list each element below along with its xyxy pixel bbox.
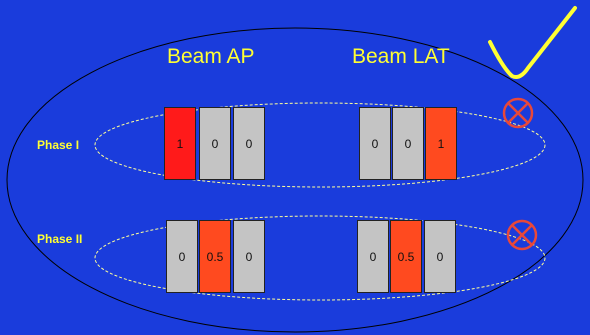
phase1-lat-cell-3: 1: [425, 107, 457, 180]
phase1-ap-cell-2: 0: [199, 107, 231, 180]
phase2-lat-cell-1: 0: [357, 220, 389, 293]
phase2-label: Phase II: [37, 232, 83, 246]
phase2-ap-cell-2: 0.5: [199, 220, 231, 293]
phase1-lat-cell-2: 0: [392, 107, 424, 180]
phase1-dashed-ellipse: [94, 102, 546, 188]
phase2-lat-cell-3: 0: [424, 220, 456, 293]
crossed-circle-icon: [502, 97, 534, 129]
phase1-label: Phase I: [37, 138, 80, 152]
beam-ap-title: Beam AP: [167, 45, 255, 68]
phase2-ap-cell-3: 0: [233, 220, 265, 293]
phase1-lat-cell-1: 0: [359, 107, 391, 180]
phase1-ap-cell-1: 1: [164, 107, 196, 180]
phase1-ap-cell-3: 0: [233, 107, 265, 180]
checkmark-icon: [488, 6, 577, 79]
crossed-circle-icon: [506, 219, 538, 251]
phase2-dashed-ellipse: [94, 215, 546, 301]
phase2-lat-cell-2: 0.5: [390, 220, 422, 293]
phase2-ap-cell-1: 0: [166, 220, 198, 293]
beam-lat-title: Beam LAT: [352, 45, 450, 68]
outer-ellipse: [6, 27, 584, 333]
